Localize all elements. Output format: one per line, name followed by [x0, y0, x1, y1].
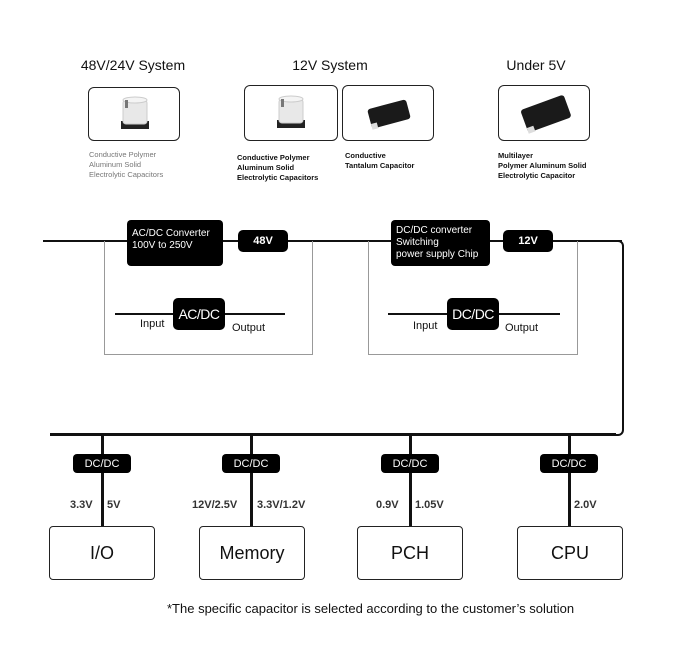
- capacitor-description: Conductive Polymer Aluminum Solid Electr…: [89, 150, 164, 179]
- voltage-12v-badge: 12V: [503, 230, 553, 252]
- ac-dc-output-label: Output: [232, 322, 266, 334]
- system-title-under-5v: Under 5V: [506, 57, 566, 73]
- dc-dc-converter-block: DC/DC converter Switching power supply C…: [391, 220, 490, 266]
- dc-dc-chip: DC/DC: [447, 298, 499, 330]
- dc-dc-converter-pch: DC/DC: [381, 454, 439, 473]
- dc-dc-converter-io: DC/DC: [73, 454, 131, 473]
- ac-dc-chip: AC/DC: [173, 298, 225, 330]
- branch-line-cpu: [568, 434, 571, 527]
- voltage-label-memory-left: 12V/2.5V: [192, 499, 238, 511]
- dc-dc-output-label: Output: [505, 322, 539, 334]
- system-title-48v-24v: 48V/24V System: [80, 57, 186, 73]
- voltage-label-io-right: 5V: [107, 499, 121, 511]
- voltage-label-io-left: 3.3V: [70, 499, 93, 511]
- voltage-label-cpu-right: 2.0V: [574, 499, 597, 511]
- dc-dc-converter-memory: DC/DC: [222, 454, 280, 473]
- voltage-48v-badge: 48V: [238, 230, 288, 252]
- branch-line-memory: [250, 434, 253, 527]
- capacitor-card-12v-tantalum: [342, 85, 434, 141]
- branch-line-io: [101, 434, 104, 527]
- capacitor-card-12v-polymer: [244, 85, 338, 141]
- power-bus-return: [612, 240, 624, 436]
- capacitor-card-under-5v: [498, 85, 590, 141]
- smd-tantalum-capacitor-icon: [367, 99, 411, 130]
- power-bus-line: [43, 240, 622, 242]
- branch-line-pch: [409, 434, 412, 527]
- load-pch: PCH: [357, 526, 463, 580]
- voltage-label-memory-right: 3.3V/1.2V: [257, 499, 306, 511]
- voltage-label-pch-left: 0.9V: [376, 499, 399, 511]
- dc-dc-detail-frame: [368, 241, 578, 355]
- capacitor-description: Conductive Tantalum Capacitor: [345, 151, 415, 170]
- ac-dc-input-label: Input: [140, 318, 165, 330]
- radial-electrolytic-capacitor-icon: [277, 95, 305, 128]
- load-cpu: CPU: [517, 526, 623, 580]
- capacitor-card-48v: [88, 87, 180, 141]
- distribution-bus-line: [50, 433, 616, 436]
- system-title-12v: 12V System: [292, 57, 368, 73]
- dc-dc-converter-cpu: DC/DC: [540, 454, 598, 473]
- load-io: I/O: [49, 526, 155, 580]
- capacitor-description: Multilayer Polymer Aluminum Solid Electr…: [498, 151, 587, 180]
- capacitor-description: Conductive Polymer Aluminum Solid Electr…: [237, 153, 319, 182]
- load-memory: Memory: [199, 526, 305, 580]
- ac-dc-converter-block: AC/DC Converter 100V to 250V: [127, 220, 223, 266]
- ac-dc-detail-frame: [104, 241, 313, 355]
- smd-polymer-capacitor-icon: [521, 95, 571, 134]
- radial-electrolytic-capacitor-icon: [121, 96, 149, 129]
- dc-dc-input-label: Input: [413, 320, 438, 332]
- footnote: *The specific capacitor is selected acco…: [167, 601, 575, 616]
- voltage-label-pch-right: 1.05V: [415, 499, 444, 511]
